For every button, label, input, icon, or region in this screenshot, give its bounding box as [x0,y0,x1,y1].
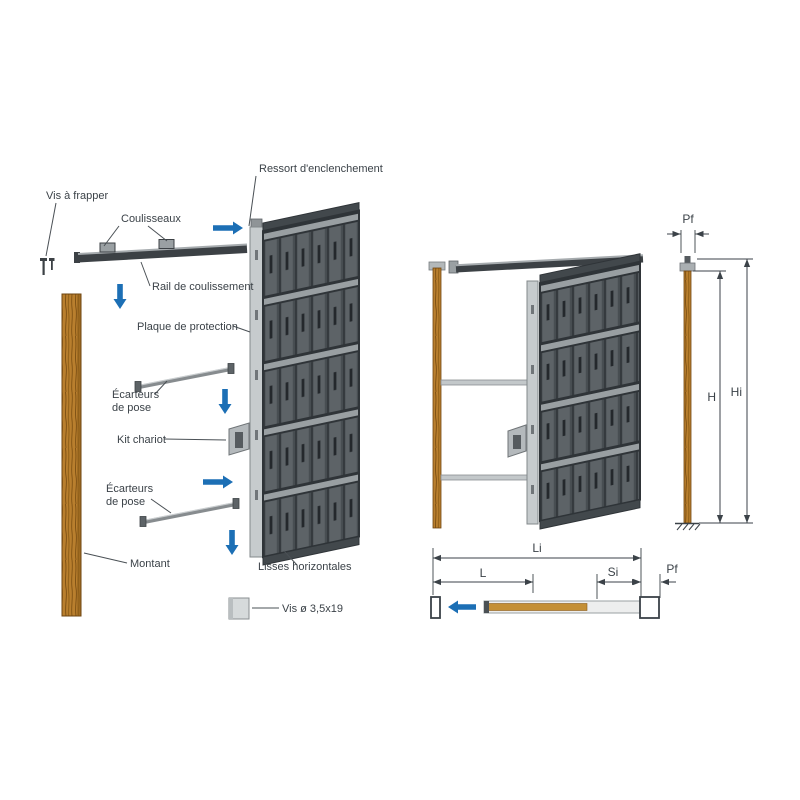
label-montant: Montant [130,558,170,570]
dim-label-pf-top: Pf [682,212,694,226]
profile-slots [255,250,258,500]
plan-view [430,596,660,619]
label-kit-chariot: Kit chariot [117,434,166,446]
label-ecarteurs-top-2: de pose [112,402,151,414]
label-ressort: Ressort d'enclenchement [259,163,383,175]
horizontal-dimension-figure: Li L Si Pf [430,541,678,619]
dim-label-li: Li [532,541,541,555]
dim-label-hi: Hi [731,385,742,399]
dim-li: Li [432,541,642,597]
assembled-view [428,253,644,530]
trolley-2 [158,239,175,249]
dim-label-l: L [480,566,487,580]
dim-post-trolley [679,262,696,272]
vertical-dimension-figure: Pf H Hi [667,212,753,531]
wood-post-shade [77,294,81,616]
pocket-frame-panel [262,201,360,566]
label-lisses: Lisses horizontales [258,561,352,573]
assembled-pocket-frame [539,253,641,530]
arrow-right-rail [213,221,243,235]
rail-end-stop [74,252,80,263]
ground-hatch [675,522,701,531]
plan-door-panel [485,603,588,611]
dim-pf-top: Pf [667,212,709,253]
arrow-down-bottom [225,530,239,555]
dim-label-h: H [707,390,716,404]
label-ecarteurs-top-1: Écarteurs [112,388,160,401]
plan-door-edge [484,601,489,613]
label-rail: Rail de coulissement [152,281,254,293]
screw-plate-icon [228,597,250,620]
label-coulisseaux: Coulisseaux [121,213,181,225]
leader-lines [45,175,298,609]
exploded-view: Ressort d'enclenchement Vis à frapper Co… [40,163,383,620]
label-vis-diam: Vis ø 3,5x19 [282,603,343,615]
assembled-profile-slots [531,305,534,494]
assembly-arrows [113,221,243,555]
arrow-left-plan [448,600,476,614]
spacer-bar-top [134,363,235,392]
arrow-right-spacer [203,475,233,489]
front-profile [249,218,264,558]
assembled-front-profile [526,280,539,525]
dim-label-pf-bottom: Pf [666,562,678,576]
spacer-bar-bottom [139,498,240,527]
dim-l: L [433,566,534,593]
dim-pf-bottom: Pf [625,562,678,598]
dim-label-si: Si [608,565,619,579]
plan-end-profile [639,596,660,619]
assembled-carriage-kit [507,424,527,458]
wood-post [61,293,82,617]
carriage-kit-plate [228,422,250,456]
arrow-down-rail [113,284,127,309]
label-plaque: Plaque de protection [137,321,238,333]
label-vis-a-frapper: Vis à frapper [46,190,109,202]
label-ecarteurs-bottom-2: de pose [106,496,145,508]
dim-h: H [693,270,726,523]
assembled-wood-post [428,261,446,529]
frame-bottom-cap [262,535,360,566]
dim-post [679,256,696,524]
plan-post-section [430,596,441,619]
hammer-screws-icon [40,258,55,275]
dim-hi: Hi [697,258,753,524]
sliding-rail [74,239,248,263]
trolley-1 [99,242,116,253]
arrow-down-mid [218,389,232,414]
label-ecarteurs-bottom-1: Écarteurs [106,482,154,495]
